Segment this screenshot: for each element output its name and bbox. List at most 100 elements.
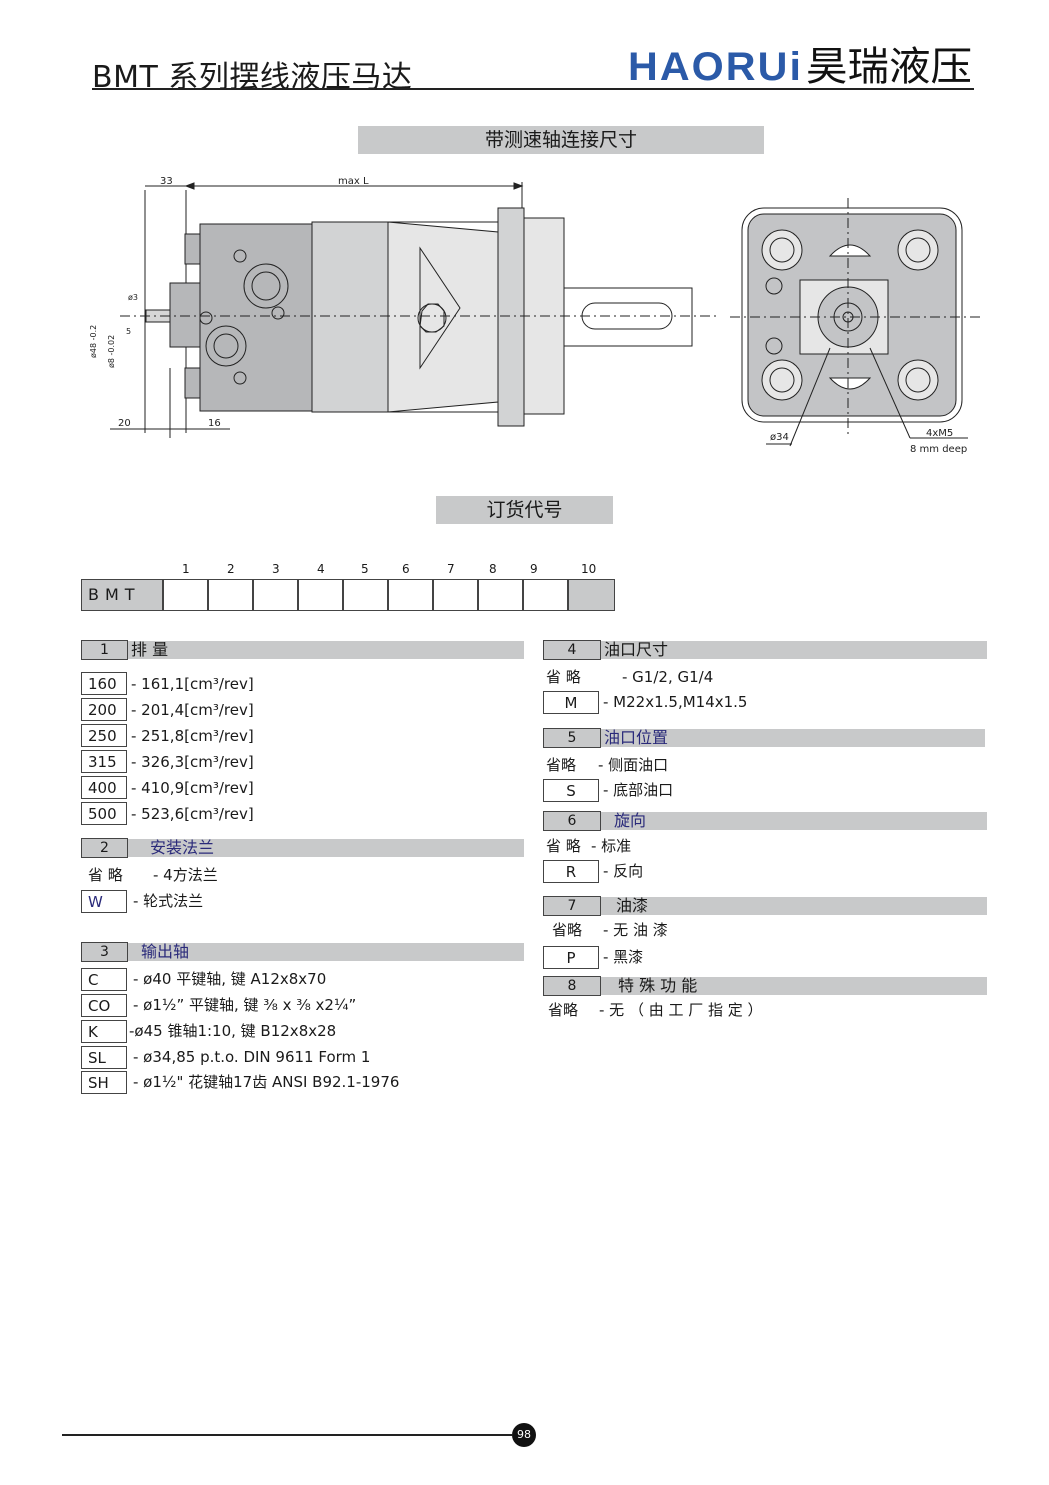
dim-d8: ø8 -0.02: [107, 335, 116, 368]
group-6-title: 旋向: [614, 811, 647, 830]
motor-dimension-drawing: 33 max L 20 16 ø3 5 ø48 -0.2 ø8 -0.02 ø3…: [89, 176, 980, 455]
dim-4xM5: 4xM5: [926, 428, 953, 439]
code-P: P: [543, 946, 599, 969]
code-W: W: [81, 890, 127, 913]
group-3-num: 3: [81, 942, 128, 962]
group-7-num: 7: [543, 896, 601, 916]
dim-maxL: max L: [338, 176, 369, 187]
footer-rule: [62, 1434, 512, 1436]
dim-5: 5: [126, 327, 131, 336]
code-250: 250: [81, 724, 127, 747]
group-7-title: 油漆: [616, 896, 649, 915]
col-3: 3: [272, 562, 280, 576]
order-code-table: BMT: [81, 579, 615, 611]
brand-logo: HAORUi 昊瑞液压: [628, 42, 974, 90]
text-M: - M22x1.5,M14x1.5: [603, 693, 748, 711]
col-6: 6: [402, 562, 410, 576]
order-cell-8[interactable]: [478, 579, 523, 611]
code-C: C: [81, 968, 127, 991]
code-CO: CO: [81, 994, 127, 1017]
code-500: 500: [81, 802, 127, 825]
group-2-title: 安装法兰: [150, 838, 215, 857]
group-5-num: 5: [543, 728, 601, 748]
group-6-omit-label: 省 略: [546, 837, 581, 855]
group-1-title: 排 量: [131, 640, 169, 659]
brand-cn: 昊瑞液压: [806, 44, 972, 88]
col-7: 7: [447, 562, 455, 576]
order-cell-3[interactable]: [253, 579, 298, 611]
code-SL: SL: [81, 1046, 127, 1069]
header-rule: [92, 88, 974, 90]
code-200: 200: [81, 698, 127, 721]
col-2: 2: [227, 562, 235, 576]
code-160: 160: [81, 672, 127, 695]
group-8-omit-text: - 无 （ 由 工 厂 指 定 ）: [599, 1001, 763, 1019]
text-500: - 523,6[cm³/rev]: [131, 805, 254, 823]
col-1: 1: [182, 562, 190, 576]
order-cell-7[interactable]: [433, 579, 478, 611]
group-2-omit-label: 省 略: [88, 866, 123, 884]
dim-33: 33: [160, 176, 173, 187]
dim-20: 20: [118, 418, 131, 429]
dim-d48: ø48 -0.2: [89, 325, 98, 358]
col-9: 9: [530, 562, 538, 576]
text-400: - 410,9[cm³/rev]: [131, 779, 254, 797]
group-4-title: 油口尺寸: [604, 640, 669, 659]
text-160: - 161,1[cm³/rev]: [131, 675, 254, 693]
order-cell-6[interactable]: [388, 579, 433, 611]
text-W: - 轮式法兰: [133, 892, 204, 910]
order-cell-10[interactable]: [568, 579, 615, 611]
order-cell-5[interactable]: [343, 579, 388, 611]
dim-16: 16: [208, 418, 221, 429]
text-P: - 黑漆: [603, 948, 644, 966]
order-cell-1[interactable]: [163, 579, 208, 611]
group-8-title: 特 殊 功 能: [618, 976, 698, 995]
group-5-omit-text: - 侧面油口: [598, 756, 669, 774]
group-2-omit-text: - 4方法兰: [153, 866, 218, 884]
group-8-num: 8: [543, 976, 601, 996]
brand-latin: HAORUi: [628, 45, 803, 88]
text-K: -ø45 锥轴1:10, 键 B12x8x28: [129, 1022, 337, 1040]
text-S: - 底部油口: [603, 781, 674, 799]
group-4-omit-label: 省 略: [546, 668, 581, 686]
text-315: - 326,3[cm³/rev]: [131, 753, 254, 771]
text-C: - ø40 平键轴, 键 A12x8x70: [133, 970, 327, 988]
dim-8mm-deep: 8 mm deep: [910, 444, 967, 455]
section-order-title: 订货代号: [436, 496, 613, 524]
group-5-title: 油口位置: [604, 728, 669, 747]
code-M: M: [543, 691, 599, 714]
group-8-omit-label: 省略: [548, 1001, 579, 1019]
text-250: - 251,8[cm³/rev]: [131, 727, 254, 745]
group-4-num: 4: [543, 640, 601, 660]
group-3-title: 输出轴: [141, 942, 190, 961]
code-R: R: [543, 860, 599, 883]
col-4: 4: [317, 562, 325, 576]
group-7-omit-label: 省略: [552, 921, 583, 939]
code-400: 400: [81, 776, 127, 799]
group-1-num: 1: [81, 640, 128, 660]
page-number: 98: [512, 1423, 536, 1447]
code-K: K: [81, 1020, 127, 1043]
text-R: - 反向: [603, 862, 644, 880]
order-prefix: BMT: [81, 579, 163, 611]
code-315: 315: [81, 750, 127, 773]
group-7-omit-text: - 无 油 漆: [603, 921, 668, 939]
col-5: 5: [361, 562, 369, 576]
text-SH: - ø1½" 花键轴17齿 ANSI B92.1-1976: [133, 1073, 400, 1091]
group-2-num: 2: [81, 838, 128, 858]
order-cell-9[interactable]: [523, 579, 568, 611]
group-6-omit-text: - 标准: [591, 837, 632, 855]
text-CO: - ø1½” 平键轴, 键 ³⁄₈ x ³⁄₈ x2¼”: [133, 996, 357, 1014]
group-5-omit-label: 省略: [546, 756, 577, 774]
text-SL: - ø34,85 p.t.o. DIN 9611 Form 1: [133, 1048, 371, 1066]
order-cell-2[interactable]: [208, 579, 253, 611]
order-cell-4[interactable]: [298, 579, 343, 611]
dim-d3: ø3: [128, 293, 138, 302]
col-10: 10: [581, 562, 597, 576]
text-200: - 201,4[cm³/rev]: [131, 701, 254, 719]
dim-d34: ø34: [770, 432, 789, 443]
brand-logo-mark: HAORUi 昊瑞液压: [628, 44, 972, 90]
group-4-omit-text: - G1/2, G1/4: [622, 668, 714, 686]
group-6-num: 6: [543, 811, 601, 831]
code-SH: SH: [81, 1071, 127, 1094]
